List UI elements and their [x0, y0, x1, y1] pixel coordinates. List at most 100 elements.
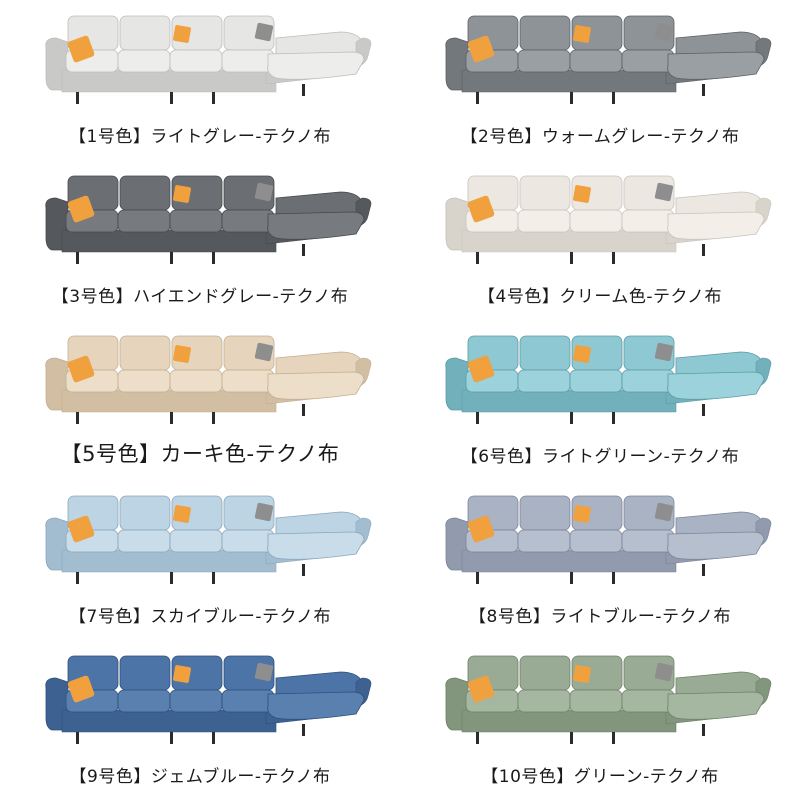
- seat-cushion: [169, 369, 223, 393]
- plaid-pillow: [654, 662, 674, 682]
- sofa-leg: [302, 404, 305, 416]
- seat-cushion: [621, 369, 675, 393]
- back-cushion: [119, 335, 171, 371]
- variant-10: 【10号色】グリーン-テクノ布: [400, 640, 800, 800]
- variant-label: 【9号色】ジェムブルー-テクノ布: [69, 767, 331, 787]
- sofa-leg: [212, 572, 215, 584]
- variant-label: 【8号色】ライトブルー-テクノ布: [469, 607, 731, 627]
- plaid-pillow: [654, 502, 674, 522]
- orange-pillow: [467, 35, 495, 63]
- variant-6: 【6号色】ライトグリーン-テクノ布: [400, 320, 800, 480]
- sofa-image: [45, 495, 372, 584]
- seat-cushion: [621, 49, 675, 73]
- orange-pillow: [173, 185, 191, 203]
- sofa-leg: [76, 572, 79, 584]
- plaid-pillow: [654, 182, 674, 202]
- orange-pillow: [67, 195, 95, 223]
- sofa-image: [445, 15, 772, 104]
- plaid-pillow: [654, 342, 674, 362]
- orange-pillow: [173, 505, 191, 523]
- sofa-base: [61, 549, 277, 573]
- variant-8: 【8号色】ライトブルー-テクノ布: [400, 480, 800, 640]
- back-cushion: [519, 495, 571, 531]
- back-cushion: [119, 495, 171, 531]
- sofa-base: [61, 709, 277, 733]
- back-cushion: [519, 335, 571, 371]
- sofa-leg: [570, 92, 573, 104]
- sofa-leg: [170, 412, 173, 424]
- orange-pillow: [67, 675, 95, 703]
- sofa-image: [45, 15, 372, 104]
- chaise-cushion: [267, 51, 365, 80]
- chaise-cushion: [667, 51, 765, 80]
- sofa-image: [445, 175, 772, 264]
- orange-pillow: [67, 355, 95, 383]
- plaid-pillow: [254, 182, 274, 202]
- sofa-leg: [702, 84, 705, 96]
- variant-label: 【4号色】クリーム色-テクノ布: [478, 287, 722, 307]
- seat-cushion: [221, 209, 275, 233]
- seat-cushion: [517, 689, 571, 713]
- plaid-pillow: [254, 22, 274, 42]
- sofa-leg: [476, 252, 479, 264]
- orange-pillow: [467, 515, 495, 543]
- sofa-leg: [570, 732, 573, 744]
- sofa-leg: [212, 252, 215, 264]
- seat-cushion: [117, 369, 171, 393]
- seat-cushion: [517, 209, 571, 233]
- sofa-base: [61, 389, 277, 413]
- variant-label: 【6号色】ライトグリーン-テクノ布: [460, 447, 740, 467]
- seat-cushion: [117, 689, 171, 713]
- sofa-image: [445, 495, 772, 584]
- seat-cushion: [169, 689, 223, 713]
- chaise-cushion: [667, 371, 765, 400]
- seat-cushion: [221, 529, 275, 553]
- sofa-leg: [570, 252, 573, 264]
- sofa-base: [461, 709, 677, 733]
- back-cushion: [119, 15, 171, 51]
- sofa-leg: [302, 84, 305, 96]
- orange-pillow: [467, 355, 495, 383]
- chaise-cushion: [267, 531, 365, 560]
- seat-cushion: [117, 529, 171, 553]
- chaise-cushion: [667, 531, 765, 560]
- seat-cushion: [169, 49, 223, 73]
- sofa-leg: [702, 244, 705, 256]
- sofa-image: [45, 175, 372, 264]
- plaid-pillow: [254, 502, 274, 522]
- seat-cushion: [621, 689, 675, 713]
- sofa-base: [461, 389, 677, 413]
- seat-cushion: [169, 529, 223, 553]
- seat-cushion: [221, 369, 275, 393]
- chaise-cushion: [267, 691, 365, 720]
- sofa-leg: [476, 412, 479, 424]
- orange-pillow: [67, 515, 95, 543]
- sofa-leg: [302, 724, 305, 736]
- orange-pillow: [573, 25, 591, 43]
- orange-pillow: [573, 185, 591, 203]
- orange-pillow: [467, 195, 495, 223]
- orange-pillow: [67, 35, 95, 63]
- variant-label: 【7号色】スカイブルー-テクノ布: [69, 607, 331, 627]
- sofa-leg: [212, 732, 215, 744]
- chaise-cushion: [267, 371, 365, 400]
- sofa-leg: [212, 92, 215, 104]
- sofa-leg: [476, 732, 479, 744]
- seat-cushion: [169, 209, 223, 233]
- orange-pillow: [573, 665, 591, 683]
- orange-pillow: [173, 25, 191, 43]
- variant-label: 【5号色】カーキ色-テクノ布: [60, 442, 340, 466]
- sofa-leg: [570, 572, 573, 584]
- seat-cushion: [117, 49, 171, 73]
- orange-pillow: [573, 505, 591, 523]
- variant-7: 【7号色】スカイブルー-テクノ布: [0, 480, 400, 640]
- back-cushion: [519, 175, 571, 211]
- sofa-base: [461, 549, 677, 573]
- sofa-leg: [302, 244, 305, 256]
- seat-cushion: [621, 529, 675, 553]
- sofa-image: [445, 655, 772, 744]
- chaise-cushion: [667, 691, 765, 720]
- seat-cushion: [517, 49, 571, 73]
- variant-label: 【1号色】ライトグレー-テクノ布: [69, 127, 331, 147]
